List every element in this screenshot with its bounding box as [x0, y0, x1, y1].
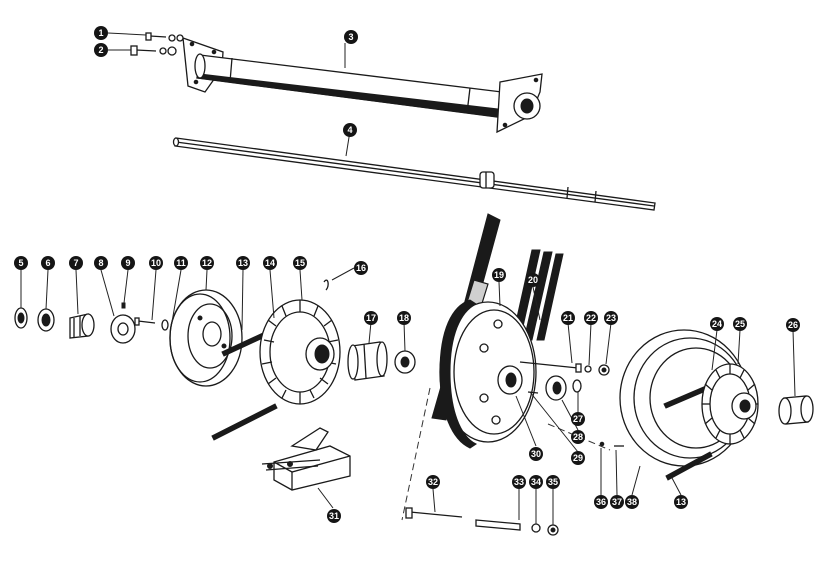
callout-29: 29	[571, 451, 585, 465]
callout-16: 16	[354, 261, 368, 275]
svg-text:11: 11	[176, 258, 186, 268]
svg-text:15: 15	[295, 258, 305, 268]
callout-23: 23	[604, 311, 618, 325]
svg-text:25: 25	[735, 319, 745, 329]
svg-text:13: 13	[238, 258, 248, 268]
svg-text:12: 12	[202, 258, 212, 268]
svg-text:35: 35	[548, 477, 558, 487]
callout-17: 17	[364, 311, 378, 325]
callout-11: 11	[174, 256, 188, 270]
parts-kit-box	[261, 427, 351, 491]
callout-5: 5	[14, 256, 28, 270]
callout-32: 32	[426, 475, 440, 489]
leader-lines	[20, 32, 796, 525]
callout-38: 38	[625, 495, 639, 509]
callout-7: 7	[69, 256, 83, 270]
callout-26: 26	[786, 318, 800, 332]
bushing-parts	[347, 341, 416, 381]
callout-33: 33	[512, 475, 526, 489]
callout-13-lower: 13	[674, 495, 688, 509]
callout-28: 28	[571, 430, 585, 444]
svg-text:34: 34	[531, 477, 541, 487]
left-bearing-parts	[14, 302, 169, 344]
svg-text:14: 14	[265, 258, 275, 268]
callout-2: 2	[94, 43, 108, 57]
callout-35: 35	[546, 475, 560, 489]
svg-text:20: 20	[528, 275, 538, 285]
callout-8: 8	[94, 256, 108, 270]
callout-34: 34	[529, 475, 543, 489]
svg-text:31: 31	[329, 511, 339, 521]
svg-text:22: 22	[586, 313, 596, 323]
svg-text:17: 17	[366, 313, 376, 323]
svg-text:23: 23	[606, 313, 616, 323]
svg-text:3: 3	[348, 32, 353, 42]
callout-31: 31	[327, 509, 341, 523]
callout-27: 27	[571, 412, 585, 426]
svg-text:24: 24	[712, 319, 722, 329]
svg-text:28: 28	[573, 432, 583, 442]
callout-30: 30	[529, 447, 543, 461]
svg-text:26: 26	[788, 320, 798, 330]
bottom-hardware-parts	[405, 507, 559, 536]
callout-12: 12	[200, 256, 214, 270]
svg-text:6: 6	[45, 258, 50, 268]
callout-25: 25	[733, 317, 747, 331]
assembly-line	[401, 387, 431, 521]
callout-14: 14	[263, 256, 277, 270]
svg-text:8: 8	[98, 258, 103, 268]
callout-24: 24	[710, 317, 724, 331]
callout-18: 18	[397, 311, 411, 325]
pulley-part	[169, 289, 243, 387]
drive-belt-assembly	[431, 213, 564, 449]
svg-text:13: 13	[676, 497, 686, 507]
svg-text:36: 36	[596, 497, 606, 507]
svg-text:37: 37	[612, 497, 622, 507]
svg-text:21: 21	[563, 313, 573, 323]
svg-text:32: 32	[428, 477, 438, 487]
svg-text:2: 2	[98, 45, 103, 55]
svg-text:10: 10	[151, 258, 161, 268]
svg-text:4: 4	[347, 125, 352, 135]
svg-text:7: 7	[73, 258, 78, 268]
callout-4: 4	[343, 123, 357, 137]
callout-22: 22	[584, 311, 598, 325]
svg-text:29: 29	[573, 453, 583, 463]
svg-text:38: 38	[627, 497, 637, 507]
bolt-parts	[130, 32, 184, 56]
svg-text:5: 5	[18, 258, 23, 268]
callout-9: 9	[121, 256, 135, 270]
right-spider-plate-part	[663, 363, 759, 481]
svg-text:1: 1	[98, 28, 103, 38]
svg-text:19: 19	[494, 270, 504, 280]
center-small-parts	[519, 361, 610, 401]
callout-20: 20	[526, 273, 540, 287]
right-small-parts	[599, 441, 624, 447]
callout-36: 36	[594, 495, 608, 509]
callout-21: 21	[561, 311, 575, 325]
callout-13: 13	[236, 256, 250, 270]
svg-text:33: 33	[514, 477, 524, 487]
svg-text:9: 9	[125, 258, 130, 268]
callout-3: 3	[344, 30, 358, 44]
callout-19: 19	[492, 268, 506, 282]
callout-37: 37	[610, 495, 624, 509]
callout-1: 1	[94, 26, 108, 40]
svg-text:30: 30	[531, 449, 541, 459]
svg-text:18: 18	[399, 313, 409, 323]
spider-plate-part	[259, 279, 341, 405]
main-shaft-part	[172, 137, 656, 211]
cross-tube-part	[182, 37, 543, 134]
right-bushing-part	[778, 395, 814, 425]
callout-6: 6	[41, 256, 55, 270]
callout-15: 15	[293, 256, 307, 270]
svg-text:27: 27	[573, 414, 583, 424]
callout-10: 10	[149, 256, 163, 270]
svg-text:16: 16	[356, 263, 366, 273]
